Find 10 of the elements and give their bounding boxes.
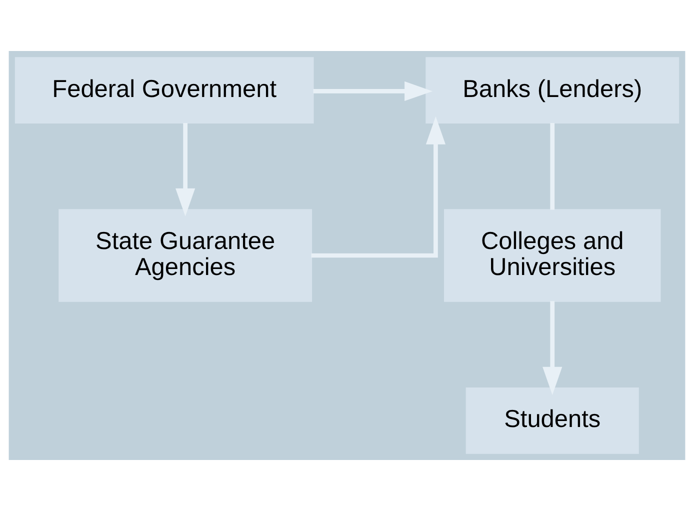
arrow [313, 80, 433, 100]
arrow [542, 300, 562, 394]
connector [550, 122, 555, 210]
node-box: Federal Government [14, 56, 314, 124]
node-box: State Guarantee Agencies [58, 208, 312, 302]
node-box: Colleges and Universities [444, 208, 661, 302]
node-box: Banks (Lenders) [426, 56, 680, 124]
node-box: Students [466, 386, 639, 454]
arrow [176, 122, 196, 216]
arrow [311, 116, 446, 258]
